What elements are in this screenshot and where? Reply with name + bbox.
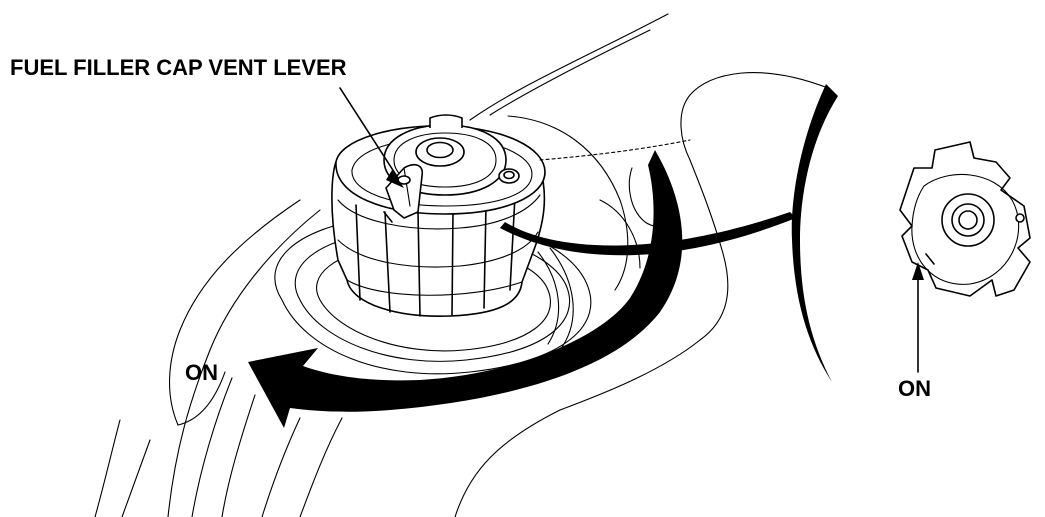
on-detail-label: ON [898, 376, 931, 401]
vent-screw [498, 168, 520, 184]
cap-top-detail-view [899, 141, 1031, 297]
detail-on-leader [912, 262, 924, 373]
vent-lever-callout: FUEL FILLER CAP VENT LEVER [10, 55, 347, 80]
vent-lever-leader [339, 87, 404, 188]
fuel-cap [331, 114, 546, 317]
on-main-label: ON [185, 360, 218, 385]
detail-callout [500, 84, 838, 382]
rotation-arrow [248, 150, 683, 428]
tank-body-outline [94, 13, 829, 517]
